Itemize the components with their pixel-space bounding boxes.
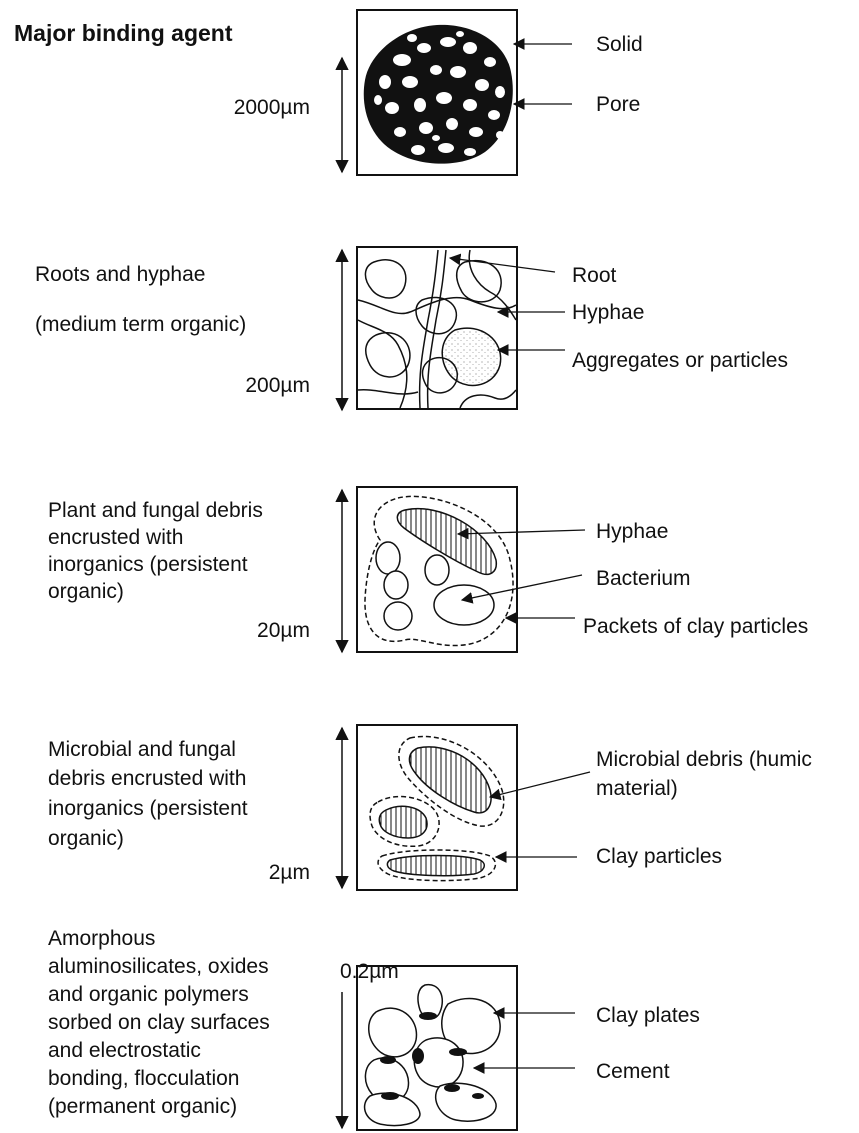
aggregate-particle [442,328,500,385]
level-3-plant-fungal-debris [342,487,585,652]
clay-plate [369,1008,417,1057]
root-line [428,250,446,408]
microbial-debris-body [379,806,427,838]
hyphae-strand [460,390,516,408]
bacterium-cell [384,602,412,630]
bacterium-cell [434,585,494,625]
hyphae-strand [358,298,516,314]
aggregate-particle [457,261,501,302]
hyphae-strand [358,390,418,394]
clay-plate [414,1038,463,1087]
bacterium-cell [376,542,400,574]
aggregate-particle [366,333,410,377]
level-4-microbial-debris [342,725,590,890]
arrow-microbial-debris [490,772,590,797]
aggregate-particle [365,260,405,298]
bacterium-cell [425,555,449,585]
frame-level-2 [357,247,517,409]
bacterium-cell [384,571,408,599]
microbial-debris-body [387,856,484,876]
arrow-root [450,258,555,272]
level-2-roots-hyphae [342,247,565,410]
level-1-macroaggregate [342,10,572,175]
level-5-clay-plates [342,966,575,1130]
